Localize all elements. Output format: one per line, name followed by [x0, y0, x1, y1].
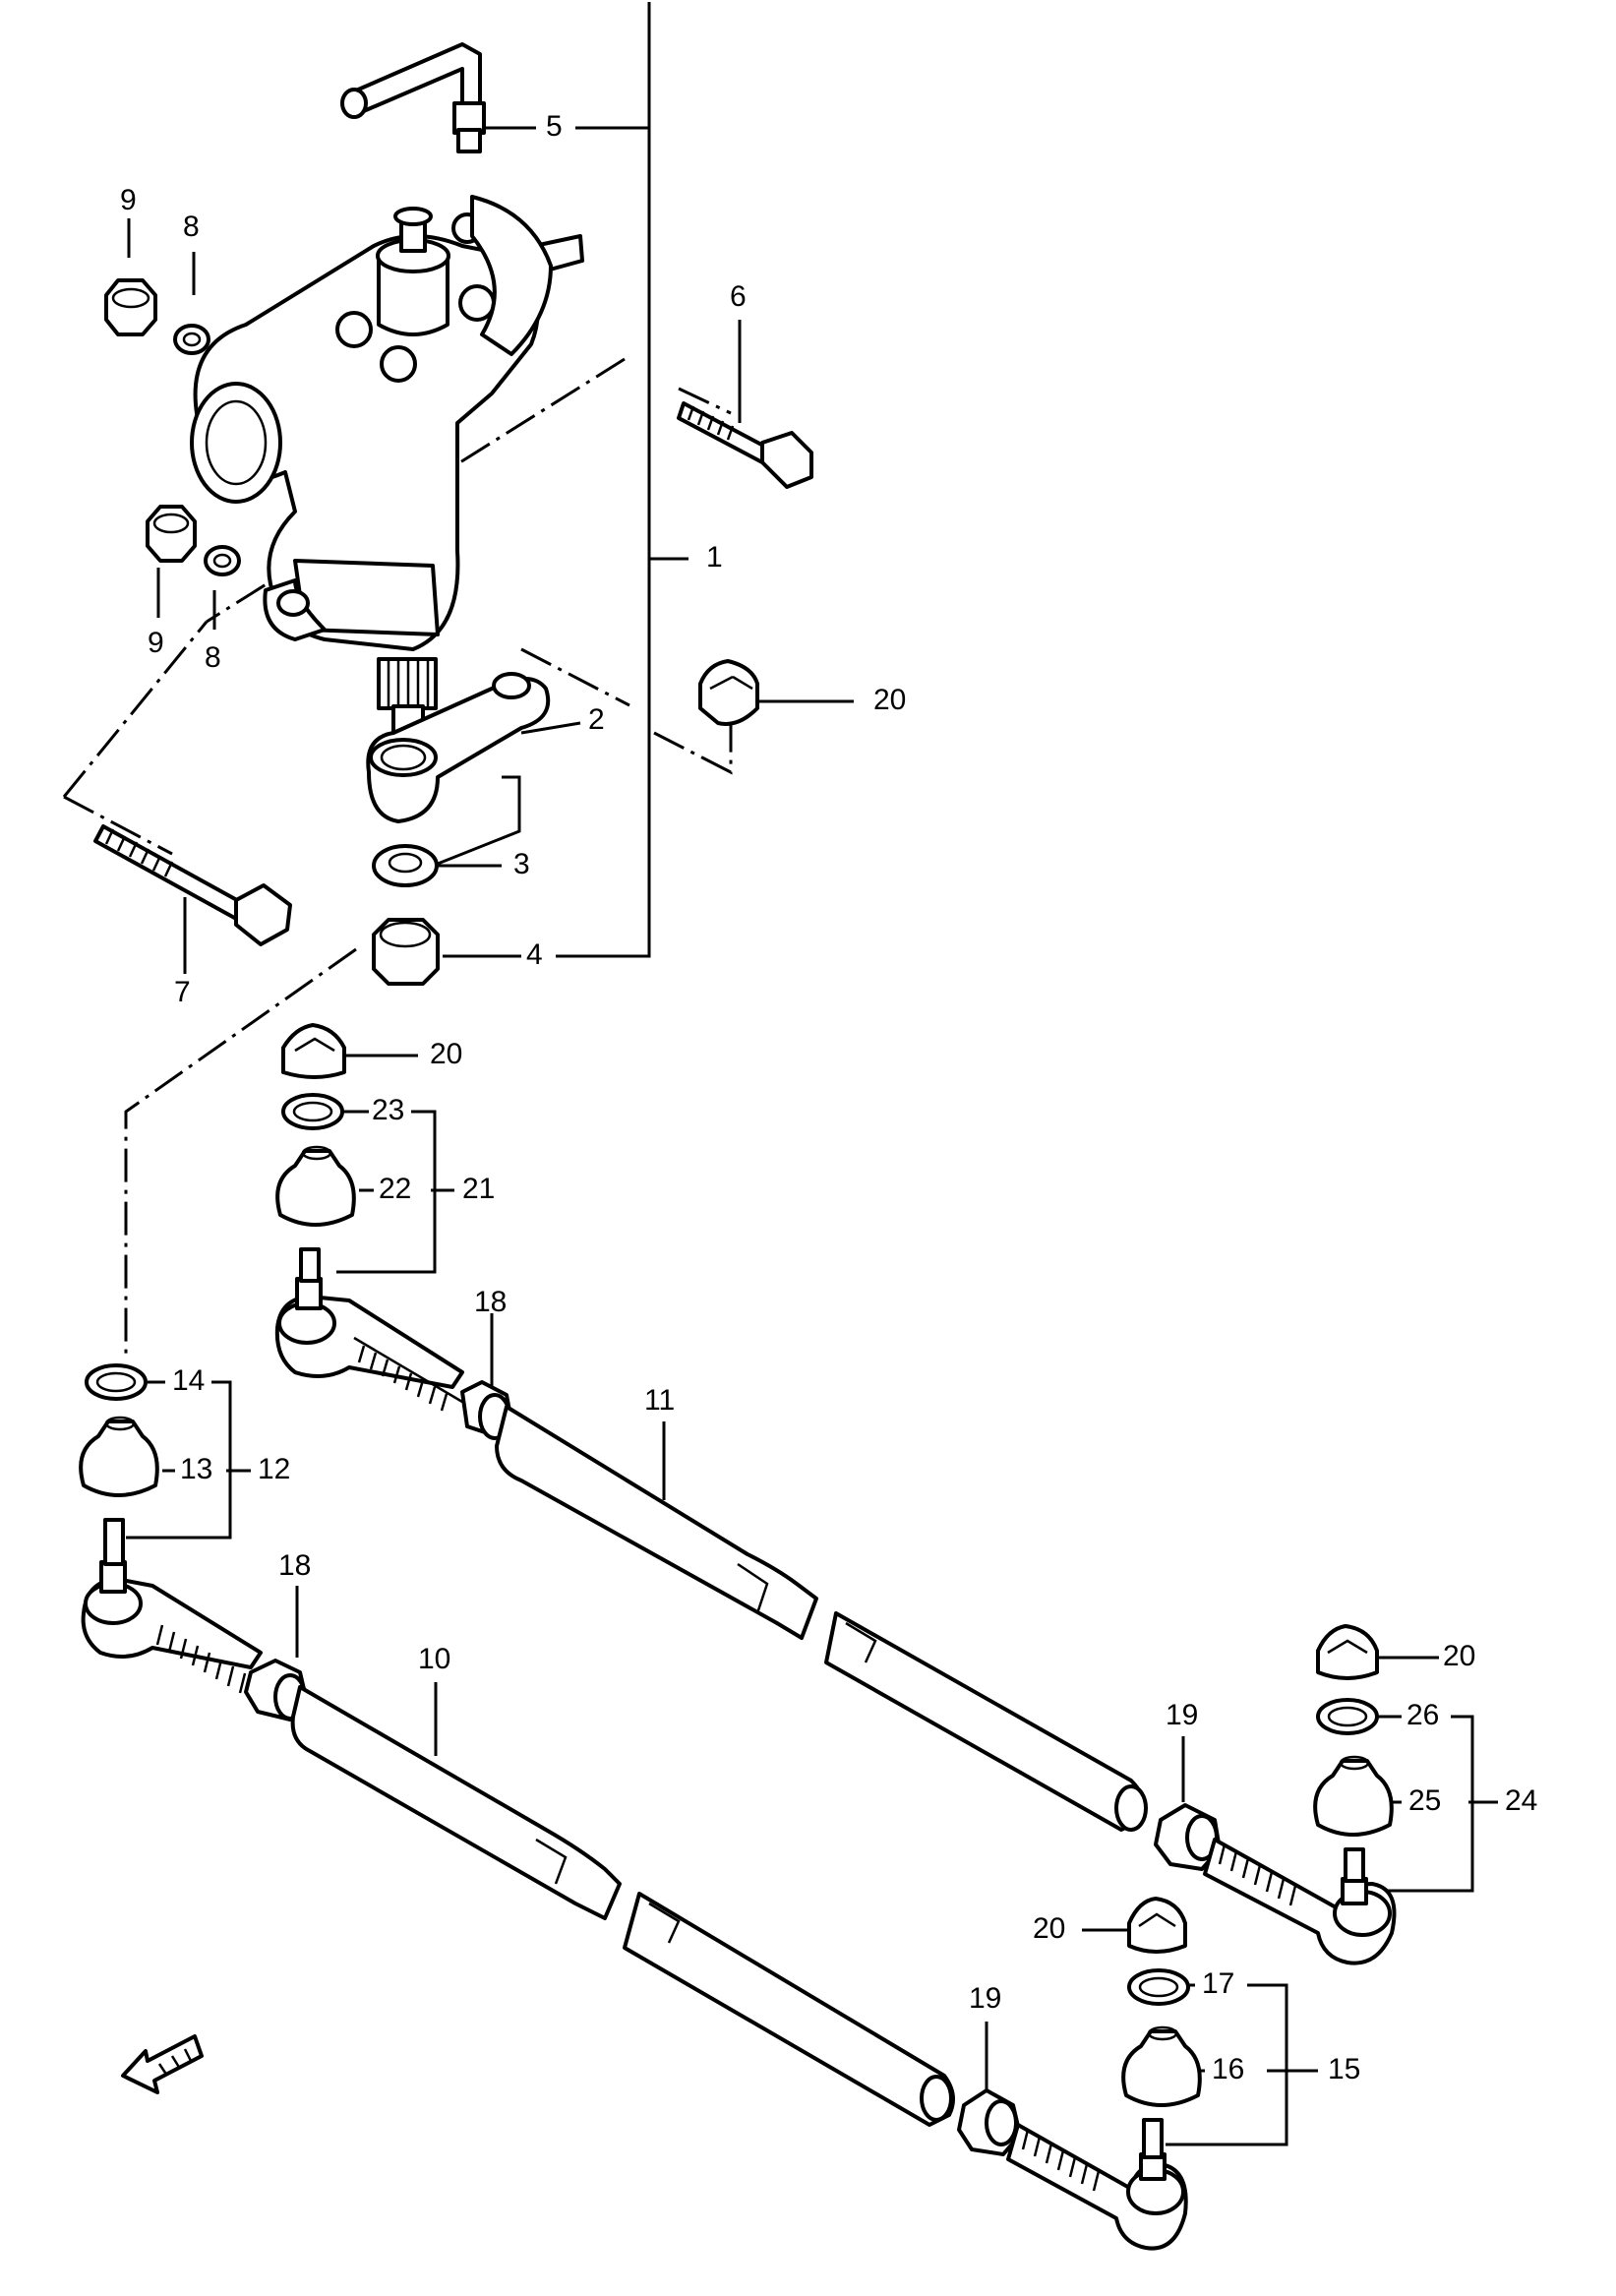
callout-14: 14: [172, 1364, 205, 1397]
steering-gear-box: [190, 42, 584, 748]
washer-8-lower: [204, 545, 241, 576]
dust-boot-22: [275, 1145, 356, 1227]
tie-rod-end-24: [1203, 1838, 1397, 1965]
tie-rod-end-21: [274, 1247, 464, 1412]
callout-19-lower: 19: [969, 1982, 1001, 2015]
callout-7: 7: [174, 976, 191, 1008]
callout-20-mid: 20: [430, 1038, 462, 1070]
callout-5: 5: [546, 110, 563, 143]
snap-ring-26: [1316, 1698, 1379, 1735]
castle-nut-20-mid: [281, 1023, 346, 1079]
callout-9-lower: 9: [148, 627, 164, 659]
callout-labels: 1 2 3 4 5 6 7 8 8 9 9 10 11 12 13 14 15 …: [120, 110, 1537, 2085]
washer-8-upper: [173, 324, 210, 355]
castle-nut-20-lower: [1127, 1897, 1187, 1954]
snap-ring-23: [281, 1093, 344, 1130]
dust-boot-13: [79, 1416, 159, 1497]
callout-17: 17: [1202, 1967, 1234, 2000]
tie-rod-end-15: [1006, 2118, 1188, 2251]
callout-18-upper: 18: [474, 1286, 507, 1318]
callout-20-pitman: 20: [873, 684, 906, 716]
nut-9-upper: [104, 278, 157, 336]
callout-3: 3: [513, 848, 530, 880]
lock-nut-18-lower: [244, 1659, 309, 1722]
lock-nut-18-upper: [460, 1380, 513, 1440]
bolt-6: [677, 401, 813, 489]
callout-25: 25: [1408, 1784, 1441, 1817]
leader-lines: [62, 2, 1498, 2146]
callout-8-upper: 8: [183, 211, 200, 243]
tie-rod-tube-11: [495, 1405, 1148, 1832]
callout-18-lower: 18: [278, 1549, 311, 1582]
callout-15: 15: [1328, 2053, 1360, 2085]
dust-boot-25: [1313, 1755, 1394, 1837]
callout-22: 22: [379, 1173, 411, 1205]
callout-13: 13: [180, 1453, 212, 1485]
callout-16: 16: [1212, 2053, 1244, 2085]
castle-nut-20-right: [1316, 1624, 1379, 1680]
callout-1: 1: [706, 541, 723, 574]
front-arrow-icon: [121, 2034, 204, 2094]
callout-20-lower: 20: [1033, 1912, 1065, 1945]
castle-nut-20-upper: [698, 659, 759, 726]
callout-21: 21: [462, 1173, 495, 1205]
tie-rod-end-12: [81, 1518, 263, 1694]
tie-rod-tube-10: [290, 1685, 955, 2127]
callout-10: 10: [418, 1643, 450, 1675]
callout-19-upper: 19: [1166, 1699, 1198, 1731]
callout-24: 24: [1505, 1784, 1537, 1817]
callout-9-upper: 9: [120, 184, 137, 216]
nut-9-lower: [146, 505, 197, 563]
callout-4: 4: [526, 938, 543, 971]
callout-26: 26: [1407, 1699, 1439, 1731]
snap-ring-17: [1127, 1968, 1190, 2006]
callout-23: 23: [372, 1094, 404, 1126]
bolt-7: [93, 824, 292, 946]
callout-2: 2: [588, 703, 605, 736]
pitman-nut-4: [372, 918, 440, 986]
callout-20-right: 20: [1443, 1640, 1475, 1672]
callout-8-lower: 8: [205, 641, 221, 674]
pitman-arm: [366, 672, 551, 823]
lock-washer-3: [372, 844, 439, 887]
snap-ring-14: [85, 1363, 148, 1401]
callout-11: 11: [644, 1384, 675, 1417]
callout-6: 6: [730, 280, 747, 313]
lock-nut-19-lower: [957, 2088, 1022, 2156]
lock-nut-19-upper: [1154, 1803, 1222, 1871]
callout-12: 12: [258, 1453, 290, 1485]
dust-boot-16: [1121, 2025, 1202, 2107]
bracket-part-1: [556, 2, 651, 958]
